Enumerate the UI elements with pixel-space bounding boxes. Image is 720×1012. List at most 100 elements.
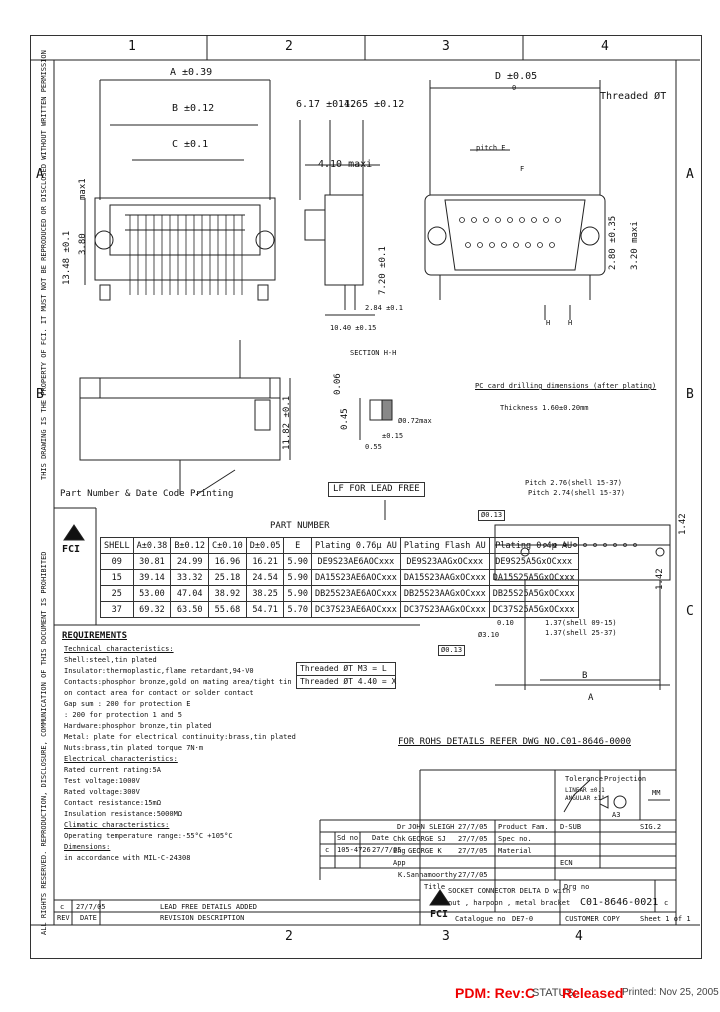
dim-137-b: 1.37(shell 25-37) [545, 629, 617, 637]
fci-logo-left: FCI [62, 544, 81, 555]
dim-top-left: 6.17 ±0.12 [296, 99, 357, 110]
rev-row-rev: c [60, 903, 65, 911]
catalogue-value: DE7-0 [512, 915, 534, 923]
drg-number: C01-8646-0021 [580, 897, 659, 908]
cell: 69.32 [132, 601, 172, 618]
cell: 30.81 [132, 553, 172, 570]
tb-app-date: 27/7/05 [458, 871, 488, 879]
col-label-4-top: 4 [601, 39, 609, 54]
table-row: 09 30.81 24.99 16.96 16.21 5.90 DE9S23AE… [100, 553, 579, 570]
cell: 16.21 [245, 553, 285, 570]
tb-dr-date: 27/7/05 [458, 823, 488, 831]
hole-tol-1: Ø0.13 [478, 510, 506, 521]
pitch-note-2: Pitch 2.74(shell 15-37) [528, 489, 625, 497]
lead-free-note: LF FOR LEAD FREE [328, 482, 425, 497]
section-hh-label: SECTION H-H [350, 349, 397, 357]
dim-section-1040: 10.40 ±0.15 [330, 324, 377, 332]
cell: DA15S23AE6AOCxxx [310, 569, 401, 586]
tb-chk-name: GEORGE SJ [408, 835, 446, 843]
chg-sd: 105-4726 [337, 846, 371, 854]
dim-detail-006: 0.06 [333, 373, 343, 395]
tb-chk-role: Chk [393, 835, 406, 843]
catalogue-label: Catalogue no [455, 915, 506, 923]
hdr-b: B±0.12 [170, 537, 210, 554]
table-row: 37 69.32 63.50 55.68 54.71 5.70 DC37S23A… [100, 601, 579, 618]
dim-142-b: 1.42 [655, 568, 665, 590]
tb-eng-name: GEORGE K [408, 847, 442, 855]
cell: 38.92 [208, 585, 247, 602]
cell: 16.96 [208, 553, 247, 570]
cell: DB25S25A5GxOCxxx [488, 585, 579, 602]
pitch-note-1: Pitch 2.76(shell 15-37) [525, 479, 622, 487]
cell: DE9S23AE6AOCxxx [310, 553, 401, 570]
dim-A: A ±0.39 [170, 67, 213, 78]
dim-B: B ±0.12 [172, 103, 215, 114]
dim-D-sub: 0 [512, 84, 517, 92]
cell: 5.90 [283, 569, 312, 586]
threaded-row-m3: Threaded ØT M3 = L [297, 663, 395, 676]
row-label-C: C [686, 604, 694, 619]
cell: DC37S23AAGxOCxxx [399, 601, 490, 618]
tb-dr-name: JOHN SLEIGH [408, 823, 455, 831]
pc-drilling-note: PC card drilling dimensions (after plati… [475, 382, 657, 390]
hole-tol-3: Ø0.13 [438, 645, 466, 656]
req-line: Rated current rating:5A [64, 766, 161, 774]
row-label-B-left: B [36, 387, 44, 402]
dim-137-a: 1.37(shell 09-15) [545, 619, 617, 627]
cell: DE9S23AAGxOCxxx [399, 553, 490, 570]
cell: 25 [100, 585, 134, 602]
dim-a-pcb: A [588, 693, 594, 703]
dim-detail-072: Ø0.72max [398, 417, 432, 425]
chg-date: 27/7/05 [372, 846, 402, 854]
sheet-code: SIG.2 [640, 823, 662, 831]
chg-date-label: Date [372, 834, 389, 842]
dim-pitch-e: pitch E [476, 144, 506, 152]
rev-header-rev: REV [57, 914, 70, 922]
tb-eng-role: Eng [393, 847, 406, 855]
dim-right-320: 3.20 maxi [630, 221, 640, 270]
dim-left-inner: 3.80 [78, 233, 88, 255]
table-row: 15 39.14 33.32 25.18 24.54 5.90 DA15S23A… [100, 569, 579, 586]
cell: 09 [100, 553, 134, 570]
table-row: 25 53.00 47.04 38.92 38.25 5.90 DB25S23A… [100, 585, 579, 602]
tb-app-name: K.Sannamoorthy [398, 871, 458, 879]
req-line: Metal: plate for electrical continuity:b… [64, 733, 296, 741]
title-line-1: SOCKET CONNECTOR DELTA D with [448, 887, 571, 895]
dim-left-max: max1 [78, 178, 88, 200]
dim-detail-055: 0.55 [365, 443, 382, 451]
pdm-revision: PDM: Rev:C [455, 985, 536, 1001]
tolerance-linear: LINEAR ±0.1 [565, 787, 605, 794]
rev-row-date: 27/7/05 [76, 903, 106, 911]
printed-date: Printed: Nov 25, 2005 [622, 987, 719, 998]
cell: 47.04 [170, 585, 210, 602]
cell: DB25S23AE6AOCxxx [310, 585, 401, 602]
parts-table: SHELL A±0.38 B±0.12 C±0.10 D±0.05 E Plat… [100, 537, 579, 618]
cell: 38.25 [245, 585, 285, 602]
dim-detail-045: 0.45 [340, 408, 350, 430]
requirements-title: REQUIREMENTS [62, 631, 128, 641]
dim-right-280: 2.80 ±0.35 [608, 215, 618, 270]
cell: 5.90 [283, 553, 312, 570]
dim-threaded: Threaded ØT [600, 91, 667, 102]
rev-header-desc: REVISION DESCRIPTION [160, 914, 245, 922]
hole-dia-2: Ø3.10 [478, 631, 500, 639]
cell: 53.00 [132, 585, 172, 602]
dim-side-height: 11.82 ±0.1 [282, 395, 292, 450]
tb-dr-value: D-SUB [560, 823, 582, 831]
req-line: : 200 for protection 1 and 5 [64, 711, 183, 719]
cell: DC37S25A5GxOCxxx [488, 601, 579, 618]
rohs-note: FOR ROHS DETAILS REFER DWG NO.C01-8646-0… [398, 737, 631, 747]
dim-section-284: 2.84 ±0.1 [365, 304, 403, 312]
req-line: Hardware:phosphor bronze,tin plated [64, 722, 212, 730]
req-line: Climatic characteristics: [64, 821, 170, 829]
hdr-plating-flash: Plating Flash AU [399, 537, 490, 554]
req-line: Contacts:phosphor bronze,gold on mating … [64, 678, 292, 686]
cell: DE9S25A5GxOCxxx [488, 553, 579, 570]
req-line: in accordance with MIL-C-24308 [64, 854, 191, 862]
cell: 5.90 [283, 585, 312, 602]
col-label-3-bottom: 3 [442, 929, 450, 944]
parts-table-title: PART NUMBER [270, 521, 330, 531]
threaded-row-440: Threaded ØT 4.40 = X [300, 677, 397, 686]
cell: 55.68 [208, 601, 247, 618]
cell: DB25S23AAGxOCxxx [399, 585, 490, 602]
